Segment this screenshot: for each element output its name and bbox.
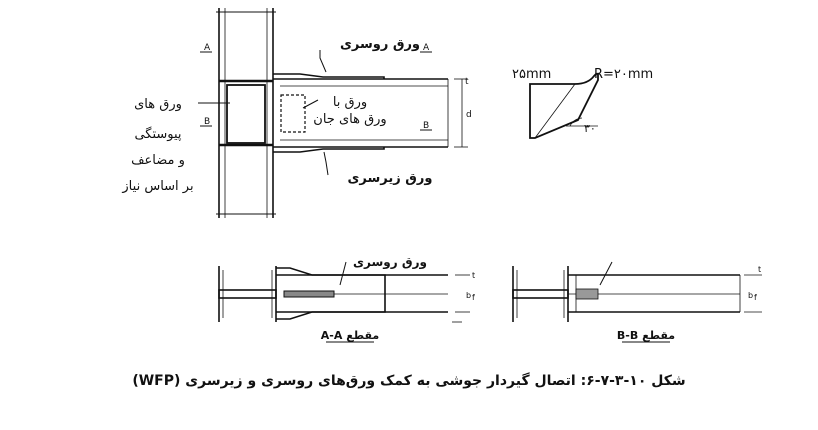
continuity-plates-label-1: ورق های: [134, 97, 182, 112]
plate-angle-label: ۳۰: [584, 122, 596, 135]
top-flange-plate-label: ورق روسری: [340, 37, 420, 52]
plate-detail: [529, 73, 599, 139]
section-aa-plate-label: ورق روسری: [353, 255, 427, 270]
section-marks: [200, 51, 432, 131]
continuity-plates-label-4: بر اساس نیاز: [121, 179, 193, 194]
section-aa-dim-f: f: [472, 293, 475, 302]
section-bb-drawing: [512, 261, 762, 343]
section-aa-dim-t: t: [472, 271, 475, 280]
section-bb-dim-t: t: [758, 265, 761, 274]
section-mark-a-top: A: [204, 43, 211, 53]
continuity-plates: [219, 79, 273, 147]
web-plate: [280, 94, 306, 133]
section-bb-dim-b: b: [748, 291, 753, 300]
section-aa-title: مقطع A-A: [321, 329, 379, 342]
section-bb-title: مقطع B-B: [617, 329, 675, 342]
dim-d-label: d: [466, 110, 472, 120]
continuity-plates-label-2: پیوستگی: [134, 126, 181, 142]
plate-width-label: ۲۵mm: [512, 67, 551, 82]
section-mark-b-left: B: [204, 117, 210, 127]
section-aa-drawing: [218, 261, 470, 343]
beam-elevation: [273, 78, 449, 148]
dim-t-label: t: [465, 77, 469, 87]
column-elevation: [216, 8, 276, 218]
web-plate-label-2: ورق های جان: [313, 112, 386, 127]
figure-caption: شکل ۱۰-۳-۷-۶: اتصال گیردار جوشی به کمک و…: [132, 373, 686, 389]
bottom-flange-plate: [273, 147, 385, 153]
continuity-plates-label-3: و مضاعف: [131, 153, 185, 168]
beam-dimensions: [454, 78, 468, 148]
section-bb-dim-f: f: [754, 293, 757, 302]
leader-lines: [198, 50, 329, 176]
section-aa-dim-b: b: [466, 291, 471, 300]
plate-radius-label: R=۲۰mm: [594, 67, 653, 82]
top-flange-plate: [273, 73, 385, 79]
section-mark-b-right: B: [423, 121, 429, 131]
bottom-flange-plate-label: ورق زیرسری: [348, 171, 433, 186]
web-plate-label-1: ورق با: [333, 95, 367, 110]
section-mark-a-right: A: [423, 43, 430, 53]
